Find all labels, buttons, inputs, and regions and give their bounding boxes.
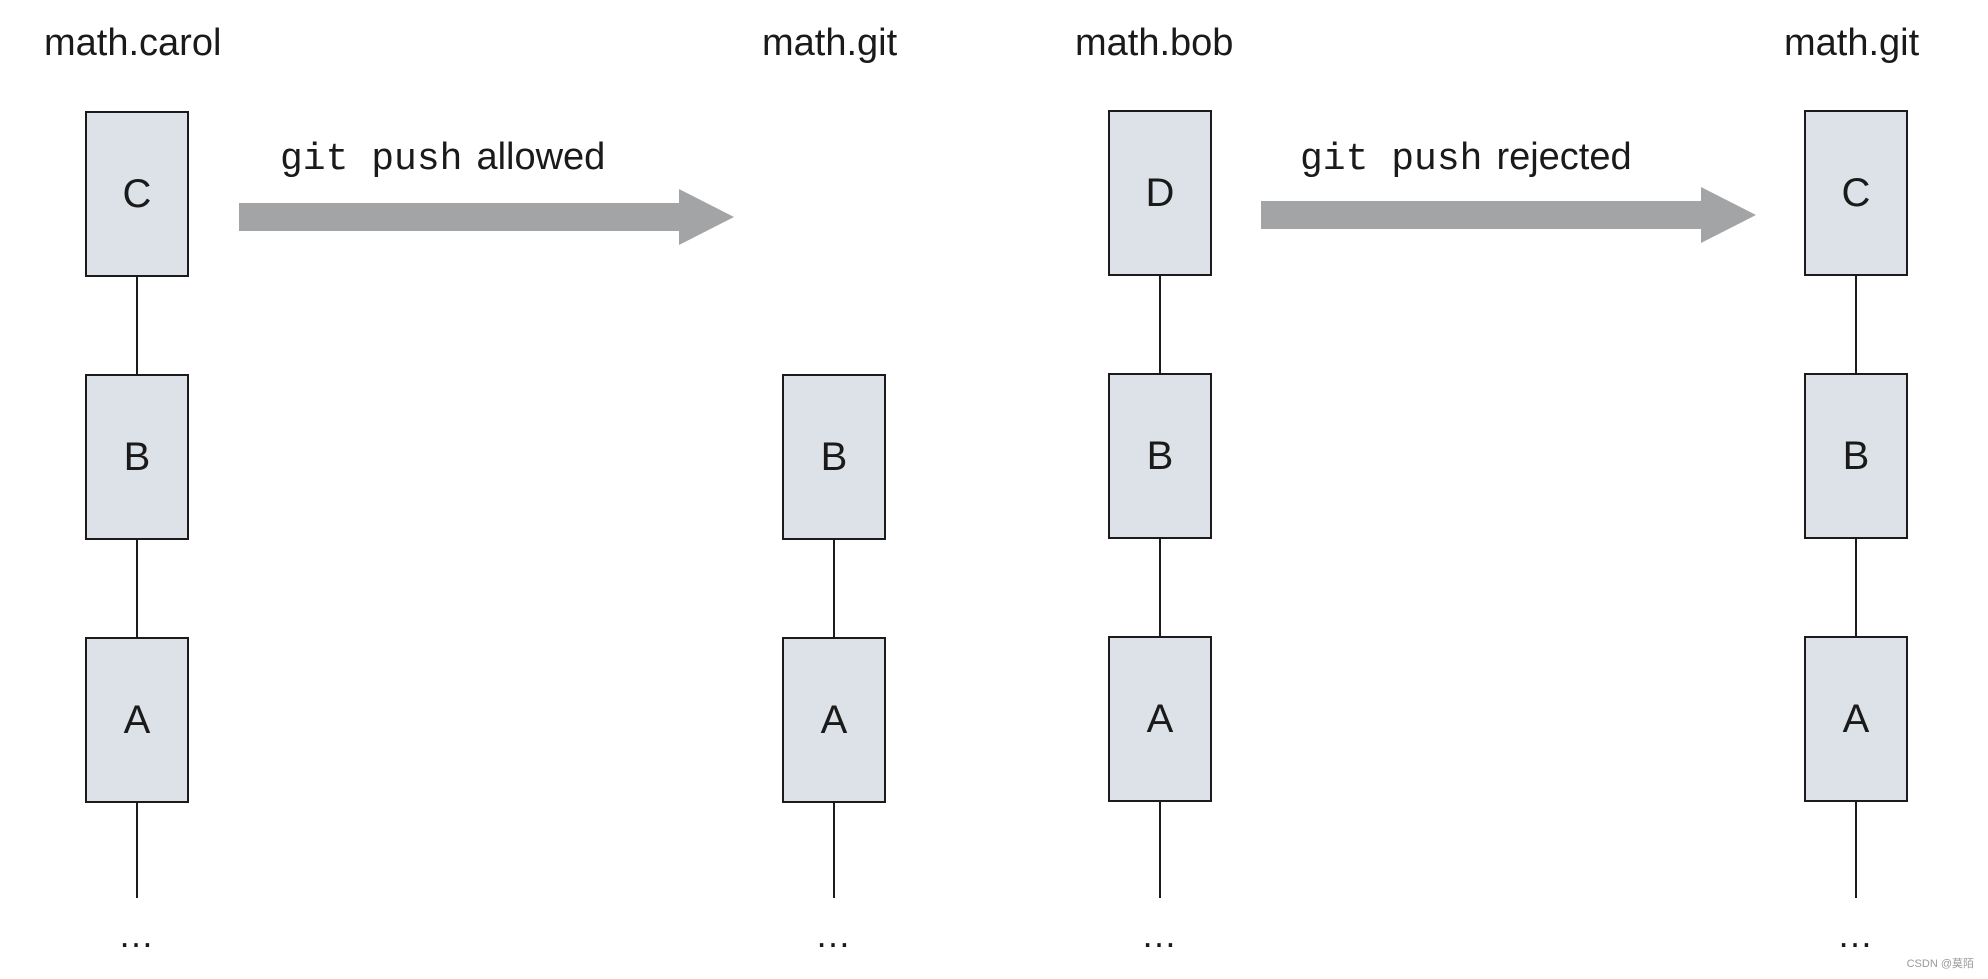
commit-box: A [782, 637, 886, 803]
commit-box: C [85, 111, 189, 277]
push-label-allowed: git push allowed [280, 132, 605, 190]
commit-connector [136, 277, 138, 374]
push-command: git push [280, 138, 463, 181]
commit-connector [1159, 276, 1161, 373]
history-ellipsis: … [1837, 914, 1875, 955]
commit-connector [136, 803, 138, 898]
repo-title-origin-before: math.git [762, 22, 898, 64]
push-result: allowed [476, 136, 606, 178]
repo-title-origin-after: math.git [1784, 22, 1920, 64]
watermark: CSDN @莫陌 [1906, 958, 1974, 970]
commit-box: B [782, 374, 886, 540]
commit-box: A [1108, 636, 1212, 802]
commit-connector [136, 540, 138, 637]
arrow-shape [239, 189, 734, 245]
push-result: rejected [1496, 136, 1632, 178]
commit-connector [1855, 539, 1857, 636]
push-arrow-rejected [1261, 187, 1756, 243]
history-ellipsis: … [1141, 914, 1179, 955]
commit-box: B [85, 374, 189, 540]
commit-connector [1855, 802, 1857, 898]
commit-box: A [1804, 636, 1908, 802]
commit-box: B [1108, 373, 1212, 539]
commit-connector [1159, 802, 1161, 898]
commit-box: B [1804, 373, 1908, 539]
push-arrow-allowed [239, 189, 734, 245]
commit-connector [1159, 539, 1161, 636]
arrow-shape [1261, 187, 1756, 243]
history-ellipsis: … [118, 914, 156, 955]
commit-connector [833, 803, 835, 898]
repo-title-carol: math.carol [44, 22, 222, 64]
commit-connector [833, 540, 835, 637]
history-ellipsis: … [815, 914, 853, 955]
push-label-rejected: git push rejected [1300, 132, 1632, 190]
commit-connector [1855, 276, 1857, 373]
commit-box: C [1804, 110, 1908, 276]
commit-box: D [1108, 110, 1212, 276]
repo-title-bob: math.bob [1075, 22, 1234, 64]
commit-box: A [85, 637, 189, 803]
push-command: git push [1300, 138, 1483, 181]
